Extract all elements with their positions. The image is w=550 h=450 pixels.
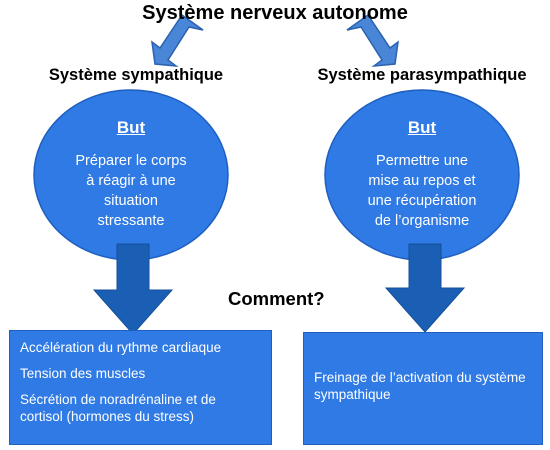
- goal-line: mise au repos et: [368, 173, 476, 189]
- parasympathique-effects-box: Freinage de l’activation du système symp…: [303, 332, 543, 445]
- effect-item: Sécrétion de noradrénaline et de cortiso…: [20, 392, 216, 424]
- sympathique-effects-box: Accélération du rythme cardiaque Tension…: [9, 330, 272, 445]
- goal-line: une récupération: [367, 193, 477, 209]
- effect-item: Freinage de l’activation du système symp…: [314, 370, 526, 402]
- effect-item: Tension des muscles: [20, 366, 146, 381]
- goal-line: situation: [103, 193, 158, 209]
- goal-line: Préparer le corps: [75, 153, 187, 169]
- sympathique-down-arrow-icon: [92, 243, 174, 335]
- arrow-to-sympathique-icon: [151, 13, 204, 67]
- parasympathique-down-arrow-icon: [384, 243, 466, 333]
- branch-title-sympathique: Système sympathique: [48, 66, 224, 84]
- goal-line: Permettre une: [376, 153, 468, 169]
- parasympathique-goal-text: Permettre une mise au repos et une récup…: [342, 151, 502, 231]
- sympathique-goal-heading: But: [116, 118, 146, 137]
- goal-line: stressante: [97, 213, 165, 229]
- parasympathique-goal-heading: But: [407, 118, 437, 137]
- goal-line: de l’organisme: [374, 213, 470, 229]
- effect-item: Accélération du rythme cardiaque: [20, 340, 222, 355]
- sympathique-goal-text: Préparer le corps à réagir à une situati…: [51, 151, 211, 231]
- arrow-to-parasympathique-icon: [346, 13, 399, 67]
- main-title: Système nerveux autonome: [142, 2, 408, 24]
- branch-title-parasympathique: Système parasympathique: [317, 66, 527, 84]
- goal-line: à réagir à une: [86, 173, 176, 189]
- question-label: Comment?: [228, 288, 325, 309]
